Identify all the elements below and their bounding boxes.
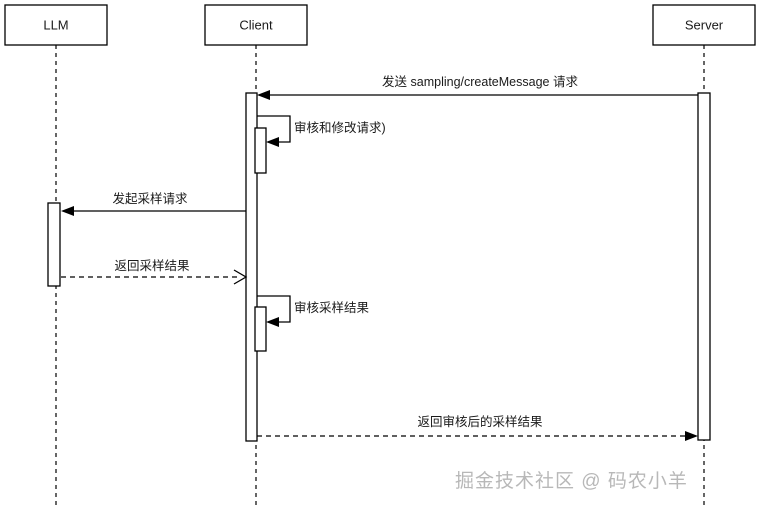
arrowhead-icon-message-5 [266,317,279,327]
message-initiate-sampling-request[interactable]: 发起采样请求 [61,191,246,216]
message-review-and-modify-request[interactable]: 审核和修改请求) [257,115,386,147]
arrowhead-icon-message-2 [266,137,279,147]
message-review-sampling-result[interactable]: 审核采样结果 [257,295,370,327]
participant-label-llm: LLM [43,17,68,32]
message-label-3: 发起采样请求 [112,191,188,206]
participant-client[interactable]: Client [204,4,308,46]
message-label-1: 发送 sampling/createMessage 请求 [382,74,578,89]
participant-llm[interactable]: LLM [4,4,108,46]
message-label-4: 返回采样结果 [114,258,190,273]
lifelines-group [55,45,705,505]
participant-label-client: Client [239,17,273,32]
activation-bar-client-nested-1 [254,127,267,174]
message-label-2: 审核和修改请求) [294,120,386,135]
participant-box-server[interactable] [652,4,756,46]
message-label-5: 审核采样结果 [294,300,370,315]
activation-bar-llm [47,202,61,287]
arrowhead-icon-message-3 [61,206,74,216]
activation-bars-group [47,92,711,442]
message-send-sampling-create-message[interactable]: 发送 sampling/createMessage 请求 [257,74,698,100]
arrowhead-icon-message-6 [685,431,698,441]
activation-bar-client-main [245,92,258,442]
participant-label-server: Server [685,17,724,32]
arrowhead-icon-message-4 [233,269,248,285]
self-loop-line-2 [257,295,291,323]
self-loop-line-1 [257,115,291,143]
participant-box-client[interactable] [204,4,308,46]
participant-server[interactable]: Server [652,4,756,46]
message-label-6: 返回审核后的采样结果 [417,414,543,429]
arrowhead-icon-message-1 [257,90,270,100]
message-return-sampling-result[interactable]: 返回采样结果 [61,258,248,285]
activation-bar-client-nested-2 [254,306,267,352]
activation-bar-server [697,92,711,441]
participant-box-llm[interactable] [4,4,108,46]
message-return-reviewed-sampling-result[interactable]: 返回审核后的采样结果 [257,414,698,441]
